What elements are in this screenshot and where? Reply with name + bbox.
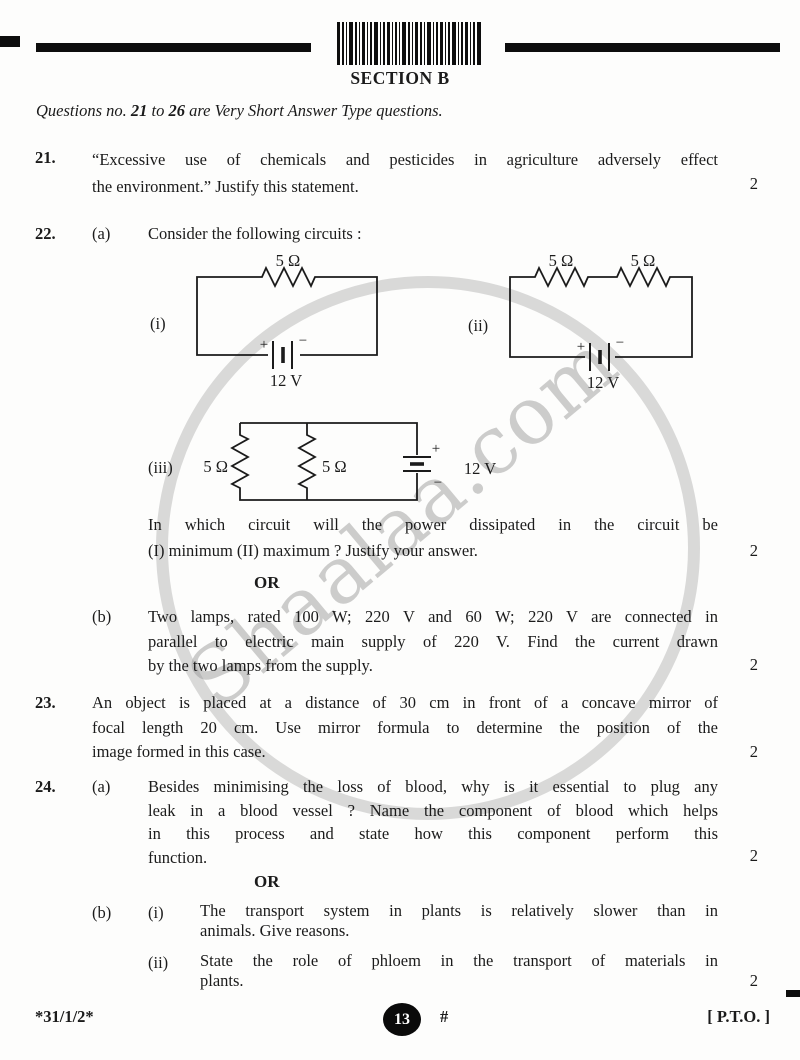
question-21-marks: 2	[749, 174, 758, 193]
circuit-i-label: (i)	[150, 314, 166, 333]
question-24b-i-label: (i)	[148, 903, 164, 922]
page-edge-mark-left	[0, 36, 20, 47]
resistor-value-label: 5 Ω	[631, 251, 656, 270]
instruction-qno-start: 21	[130, 101, 148, 120]
circuit-iii-label: (iii)	[148, 458, 173, 477]
resistor-value-label: 5 Ω	[549, 251, 574, 270]
or-separator: OR	[254, 872, 280, 891]
circuit-ii-label: (ii)	[468, 316, 488, 335]
question-24b-ii-text: State the role of phloem in the transpor…	[200, 951, 718, 991]
section-instruction: Questions no. 21 to 26 are Very Short An…	[36, 101, 443, 121]
question-22a-text: In which circuit will the power dissipat…	[148, 512, 718, 564]
question-22b-text: Two lamps, rated 100 W; 220 V and 60 W; …	[148, 605, 718, 679]
question-line: An object is placed at a distance of 30 …	[92, 693, 718, 712]
footer-hash-mark: #	[440, 1007, 449, 1026]
question-line: parallel to electric main supply of 220 …	[148, 631, 718, 651]
instruction-part: Questions no.	[36, 101, 131, 120]
circuit-diagram-ii: 5 Ω 5 Ω (ii) + − 12 V	[468, 251, 693, 392]
question-21-text: “Excessive use of chemicals and pesticid…	[92, 146, 718, 200]
question-22b-label: (b)	[92, 607, 112, 626]
question-23-marks: 2	[749, 742, 758, 761]
circuit-diagram-i: 5 Ω (i) + − 12 V	[150, 251, 378, 390]
question-23-text: An object is placed at a distance of 30 …	[92, 691, 718, 765]
battery-plus-sign: +	[260, 337, 268, 353]
question-line: The transport system in plants is relati…	[200, 901, 718, 920]
resistor-value-label: 5 Ω	[322, 457, 347, 476]
or-separator: OR	[254, 573, 280, 592]
question-22a-label: (a)	[92, 224, 111, 243]
instruction-part: are Very Short Answer Type questions.	[184, 101, 443, 120]
question-24b-ii-label: (ii)	[148, 953, 169, 972]
question-23-number: 23.	[35, 693, 56, 712]
question-22a-intro: Consider the following circuits :	[148, 224, 362, 243]
battery-plus-sign: +	[432, 441, 440, 457]
question-line: Besides minimising the loss of blood, wh…	[148, 777, 718, 796]
question-line: “Excessive use of chemicals and pesticid…	[92, 150, 718, 169]
circuit-diagram-iii: (iii) 5 Ω 5 Ω + − 12 V	[148, 422, 496, 501]
question-24b-i-text: The transport system in plants is relati…	[200, 901, 718, 941]
battery-voltage-label: 12 V	[464, 459, 496, 478]
battery-minus-sign: −	[616, 335, 624, 351]
section-title: SECTION B	[350, 68, 450, 88]
question-line: the environment.” Justify this statement…	[92, 177, 359, 196]
question-line: plants.	[200, 971, 244, 990]
page-edge-mark-right	[786, 990, 800, 997]
question-22b-marks: 2	[749, 655, 758, 674]
question-line: Two lamps, rated 100 W; 220 V and 60 W; …	[148, 607, 718, 626]
question-line: by the two lamps from the supply.	[148, 656, 373, 675]
battery-voltage-label: 12 V	[270, 371, 302, 390]
battery-minus-sign: −	[299, 333, 307, 349]
question-24b-marks: 2	[749, 971, 758, 990]
question-line: focal length 20 cm. Use mirror formula t…	[92, 717, 718, 737]
question-line: in this process and state how this compo…	[148, 824, 718, 843]
battery-minus-sign: −	[434, 475, 442, 491]
instruction-part: to	[147, 101, 169, 120]
question-22a-marks: 2	[749, 541, 758, 560]
footer-paper-code: *31/1/2*	[35, 1007, 94, 1026]
question-24b-label: (b)	[92, 903, 112, 922]
resistor-value-label: 5 Ω	[276, 251, 301, 270]
question-24-number: 24.	[35, 777, 56, 796]
resistor-value-label: 5 Ω	[203, 457, 228, 476]
battery-plus-sign: +	[577, 339, 585, 355]
question-24a-label: (a)	[92, 777, 111, 796]
question-24a-text: Besides minimising the loss of blood, wh…	[148, 775, 718, 869]
footer-pto-label: [ P.T.O. ]	[707, 1007, 770, 1026]
page-number-badge: 13	[383, 1003, 421, 1036]
header-rule-right	[505, 43, 780, 52]
question-line: function.	[148, 847, 208, 867]
question-line: State the role of phloem in the transpor…	[200, 951, 718, 970]
barcode-image	[337, 22, 481, 65]
instruction-qno-end: 26	[168, 101, 185, 120]
question-line: image formed in this case.	[92, 742, 266, 761]
question-22-number: 22.	[35, 224, 56, 243]
battery-voltage-label: 12 V	[587, 373, 619, 392]
question-line: In which circuit will the power dissipat…	[148, 515, 718, 534]
question-line: (I) minimum (II) maximum ? Justify your …	[148, 541, 478, 560]
question-24a-marks: 2	[749, 846, 758, 865]
question-line: animals. Give reasons.	[200, 921, 350, 940]
question-line: leak in a blood vessel ? Name the compon…	[148, 800, 718, 820]
header-rule-left	[36, 43, 311, 52]
question-21-number: 21.	[35, 148, 56, 167]
